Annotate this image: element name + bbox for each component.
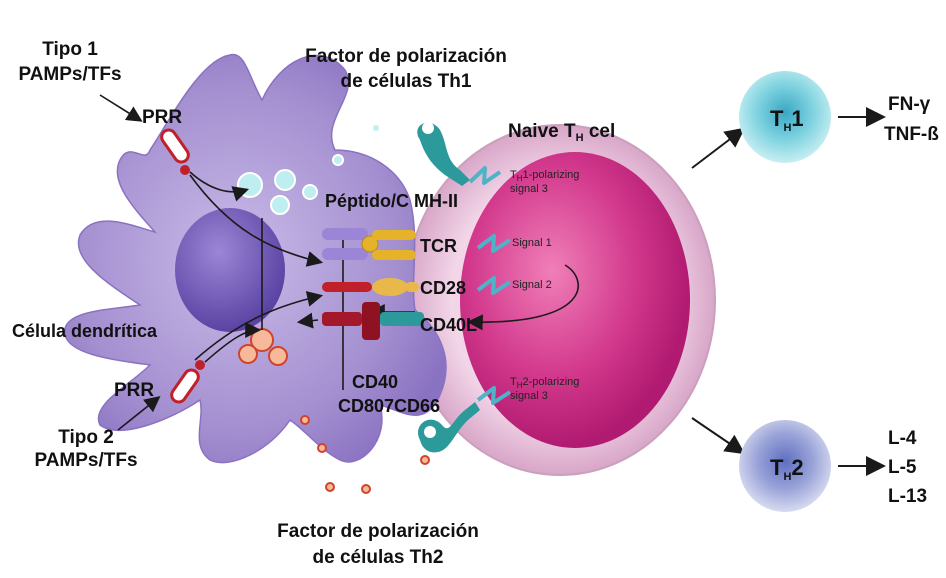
cd40l-label: CD40L <box>420 315 477 335</box>
dc-nucleus <box>175 208 285 332</box>
th2-output-il4: L-4 <box>888 428 917 449</box>
prr-top-label: PRR <box>142 107 182 128</box>
th2-cell <box>739 420 831 512</box>
peptido-mhc-label: Péptido/C MH-II <box>325 191 458 211</box>
factor-th1-label-2: de células Th1 <box>341 71 472 92</box>
celula-dendritica-label: Célula dendrítica <box>12 321 158 341</box>
th2-output-il13: L-13 <box>888 486 927 507</box>
tipo1-label: Tipo 1 <box>42 39 98 60</box>
cd28-label: CD28 <box>420 278 466 298</box>
tipo2-pamps-label: PAMPs/TFs <box>34 450 137 471</box>
cd40-label: CD40 <box>352 372 398 392</box>
signal2-label: Signal 2 <box>512 279 552 291</box>
factor-th2-label-2: de células Th2 <box>313 547 444 568</box>
th1-output-tnf-beta: TNF-ß <box>884 124 939 145</box>
th1-output-ifn-gamma: FN-γ <box>888 94 931 115</box>
th1-polarizing-receptor <box>417 122 470 186</box>
tcr-label: TCR <box>420 236 457 256</box>
th2-polarizing-signal-label-2: signal 3 <box>510 390 548 402</box>
factor-th1-label: Factor de polarización <box>305 46 507 67</box>
th1-cell <box>739 71 831 163</box>
th1-polarizing-signal-label-2: signal 3 <box>510 183 548 195</box>
tipo2-label: Tipo 2 <box>58 427 114 448</box>
differentiation-arrows <box>692 117 882 466</box>
signal1-label: Signal 1 <box>512 237 552 249</box>
cd80-cd86-label: CD807CD66 <box>338 396 440 416</box>
factor-th2-label: Factor de polarización <box>277 521 479 542</box>
tipo1-pamps-label: PAMPs/TFs <box>18 64 121 85</box>
th2-output-il5: L-5 <box>888 457 917 478</box>
naive-t-cell-label: Naive TH cel <box>508 121 615 144</box>
prr-bottom-label: PRR <box>114 380 154 401</box>
